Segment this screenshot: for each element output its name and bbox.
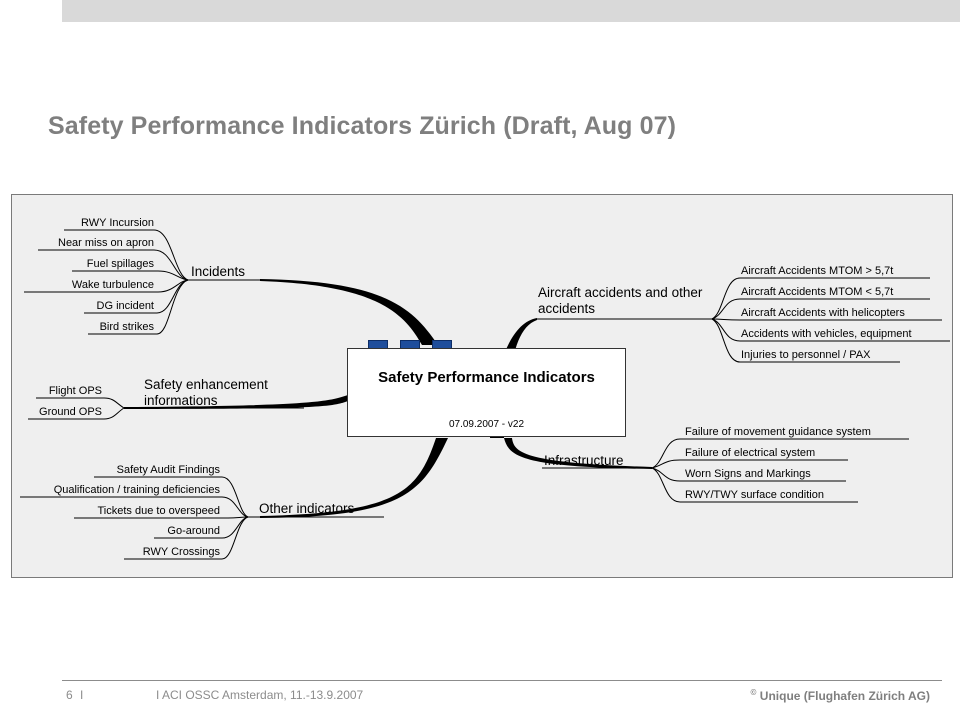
- footer-copyright-text: Unique (Flughafen Zürich AG): [759, 689, 930, 703]
- leaf-go-around: Go-around: [167, 525, 220, 537]
- leaf-worn-signs: Worn Signs and Markings: [685, 468, 811, 480]
- branch-label-safety-enhancement: Safety enhancement informations: [144, 377, 268, 408]
- leaf-flight-ops: Flight OPS: [48, 385, 102, 397]
- leaf-fuel-spillages: Fuel spillages: [86, 258, 154, 270]
- leaf-ground-ops: Ground OPS: [39, 406, 102, 418]
- leaf-accidents-helicopters: Aircraft Accidents with helicopters: [741, 307, 905, 319]
- branch-connector-infrastructure: [504, 438, 652, 469]
- footer-copyright: © Unique (Flughafen Zürich AG): [751, 688, 930, 703]
- leaf-dg-incident: DG incident: [96, 300, 154, 312]
- slide-title: Safety Performance Indicators Zürich (Dr…: [48, 112, 677, 140]
- copyright-symbol: ©: [750, 688, 757, 697]
- branch-label-aircraft-accidents: Aircraft accidents and other accidents: [538, 285, 703, 316]
- footer-separator: I: [80, 688, 84, 702]
- header-bar: [62, 0, 960, 22]
- branch-connector-safety-enhancement: [124, 395, 348, 409]
- footer-event: I ACI OSSC Amsterdam, 11.-13.9.2007: [156, 688, 364, 702]
- footer-divider: [62, 680, 942, 681]
- leaf-failure-movement-guidance: Failure of movement guidance system: [685, 426, 871, 438]
- leaf-accidents-mtom-under: Aircraft Accidents MTOM < 5,7t: [741, 286, 894, 298]
- center-node: Safety Performance Indicators 07.09.2007…: [347, 348, 626, 437]
- leaf-near-miss-apron: Near miss on apron: [58, 237, 154, 249]
- center-node-title: Safety Performance Indicators: [378, 369, 595, 386]
- branch-label-incidents: Incidents: [191, 264, 246, 279]
- leaf-accidents-mtom-over: Aircraft Accidents MTOM > 5,7t: [741, 265, 894, 277]
- leaf-rwy-twy-surface: RWY/TWY surface condition: [685, 489, 824, 501]
- leaf-safety-audit-findings: Safety Audit Findings: [116, 464, 220, 476]
- leaf-failure-electrical: Failure of electrical system: [685, 447, 816, 459]
- footer-page-number: 6: [66, 688, 73, 702]
- center-node-version: 07.09.2007 - v22: [448, 419, 525, 430]
- leaf-wake-turbulence: Wake turbulence: [71, 279, 154, 291]
- leaf-bird-strikes: Bird strikes: [99, 321, 154, 333]
- leaf-rwy-incursion: RWY Incursion: [81, 217, 154, 229]
- mind-map-diagram: Safety Performance Indicators 07.09.2007…: [11, 194, 953, 578]
- leaf-injuries-personnel: Injuries to personnel / PAX: [741, 349, 871, 361]
- branch-label-other-indicators: Other indicators: [259, 501, 355, 516]
- branch-connector-incidents: [260, 279, 438, 345]
- leaf-rwy-crossings: RWY Crossings: [142, 546, 220, 558]
- branch-label-infrastructure: Infrastructure: [544, 453, 624, 468]
- leaf-accidents-vehicles: Accidents with vehicles, equipment: [741, 328, 912, 340]
- leaf-tickets-overspeed: Tickets due to overspeed: [97, 505, 221, 517]
- leaf-qualification-deficiencies: Qualification / training deficiencies: [53, 484, 220, 496]
